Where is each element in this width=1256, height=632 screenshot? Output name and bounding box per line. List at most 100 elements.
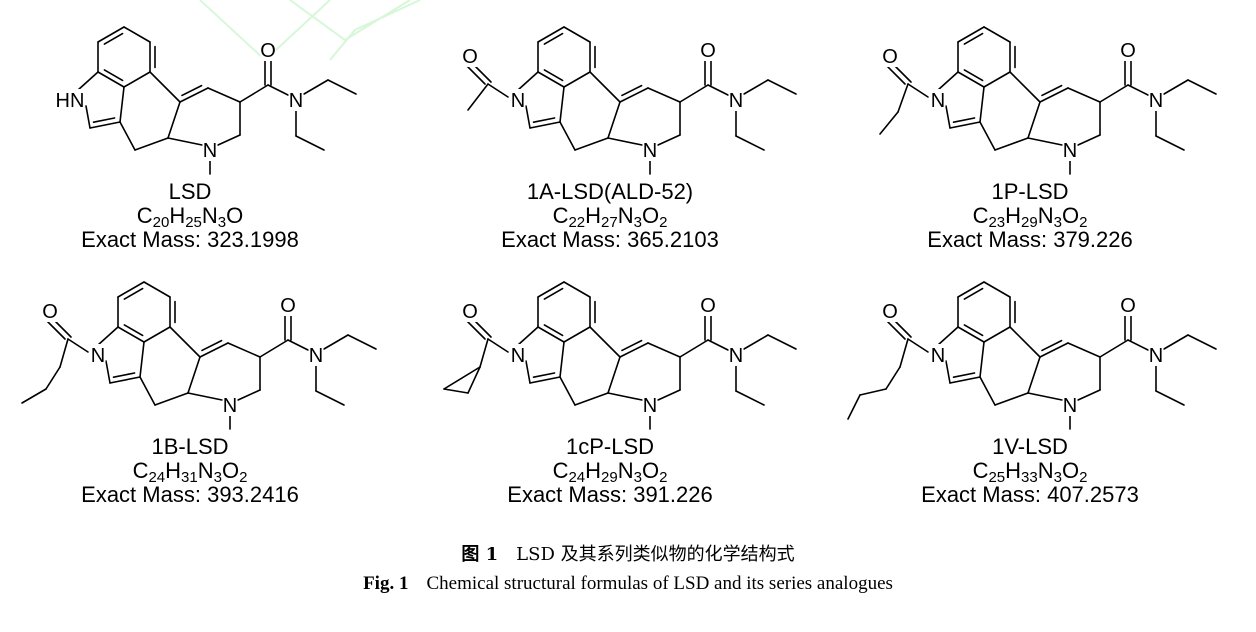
bond <box>743 334 769 350</box>
n-label: N <box>729 345 743 367</box>
bond <box>1067 87 1101 103</box>
bond <box>963 324 984 337</box>
compound-name: 1B-LSD <box>151 434 229 459</box>
bond <box>1099 339 1129 358</box>
bond <box>574 137 609 151</box>
atom-label-bg <box>57 89 83 111</box>
bond <box>327 79 357 95</box>
bond <box>945 360 951 384</box>
bond <box>607 137 643 146</box>
bond <box>109 376 141 384</box>
atom-label-bg <box>462 45 478 67</box>
bond <box>983 71 1011 88</box>
bond <box>957 71 985 88</box>
bond <box>139 376 156 406</box>
atom-label-bg <box>288 89 304 111</box>
bond <box>517 326 539 346</box>
bond <box>543 69 564 82</box>
bond <box>563 326 591 343</box>
bond <box>647 87 681 103</box>
molecular-formula: C23H29N3O2 <box>972 203 1088 231</box>
compound-caption: LSD C20H25N3O Exact Mass: 323.1998 <box>40 180 340 252</box>
bond <box>621 339 643 352</box>
bond <box>1039 342 1069 358</box>
bond <box>479 338 489 368</box>
bond <box>589 71 621 103</box>
bond <box>983 281 1011 298</box>
bond <box>123 71 151 88</box>
bond <box>957 326 985 343</box>
bond <box>543 287 564 300</box>
n-label: N <box>643 395 657 417</box>
bond <box>525 105 531 129</box>
exact-mass: Exact Mass: 391.226 <box>507 482 713 507</box>
atom-label-bg <box>308 344 324 366</box>
bond <box>134 137 169 151</box>
figure-label: Fig. 1 <box>363 573 409 594</box>
bond <box>537 326 565 343</box>
bond <box>303 79 329 95</box>
compound-name: 1A-LSD(ALD-52) <box>526 179 694 204</box>
bond <box>181 84 203 97</box>
molecular-formula: C25H33N3O2 <box>972 458 1088 486</box>
n-label: N <box>511 345 525 367</box>
bond <box>267 84 289 96</box>
bond <box>619 342 649 358</box>
compound-caption: 1P-LSD C23H29N3O2 Exact Mass: 379.226 <box>880 180 1180 252</box>
bond <box>45 366 61 390</box>
bond <box>119 121 136 151</box>
exact-mass: Exact Mass: 407.2573 <box>921 482 1139 507</box>
atom-label-bg <box>1148 344 1164 366</box>
bond <box>859 388 887 396</box>
bond <box>259 339 289 358</box>
n-label: N <box>931 345 945 367</box>
bond <box>543 324 564 337</box>
atom-label-bg <box>510 89 526 111</box>
n-label: N <box>643 140 657 162</box>
atom-label-bg <box>280 294 296 316</box>
bond <box>885 366 901 390</box>
molecular-formula: C22H27N3O2 <box>552 203 668 231</box>
bond <box>937 326 959 346</box>
bond <box>1077 389 1101 401</box>
bond <box>949 376 981 384</box>
bond <box>89 121 121 129</box>
bond <box>879 111 899 135</box>
bond <box>467 83 489 111</box>
bond <box>123 324 144 337</box>
bond <box>143 326 171 343</box>
atom-label-bg <box>90 344 106 366</box>
bond <box>92 117 116 123</box>
figure-title: Chemical structural formulas of LSD and … <box>426 573 893 594</box>
figure-title: LSD 及其系列类似物的化学结构式 <box>516 544 795 565</box>
o-label: O <box>462 301 478 323</box>
bond <box>517 71 539 91</box>
bond <box>467 366 481 394</box>
bond <box>1127 339 1149 351</box>
bond <box>847 394 861 420</box>
molecular-formula: C20H25N3O <box>136 203 244 231</box>
bond <box>149 71 181 103</box>
atom-label-bg <box>462 300 478 322</box>
n-label: N <box>309 345 323 367</box>
bond <box>1155 135 1185 151</box>
exact-mass: Exact Mass: 393.2416 <box>81 482 299 507</box>
bond <box>1187 79 1217 95</box>
o-label: O <box>1120 295 1136 317</box>
atom-label-bg <box>700 39 716 61</box>
n-label: N <box>1063 140 1077 162</box>
atom-label-bg <box>728 344 744 366</box>
n-label: N <box>729 90 743 112</box>
bond <box>1187 334 1217 350</box>
bond <box>707 84 729 96</box>
exact-mass: Exact Mass: 379.226 <box>927 227 1133 252</box>
compound-caption: 1cP-LSD C24H29N3O2 Exact Mass: 391.226 <box>460 435 760 507</box>
bond <box>1027 392 1063 401</box>
compound-name: 1cP-LSD <box>565 434 655 459</box>
bond <box>532 117 556 123</box>
